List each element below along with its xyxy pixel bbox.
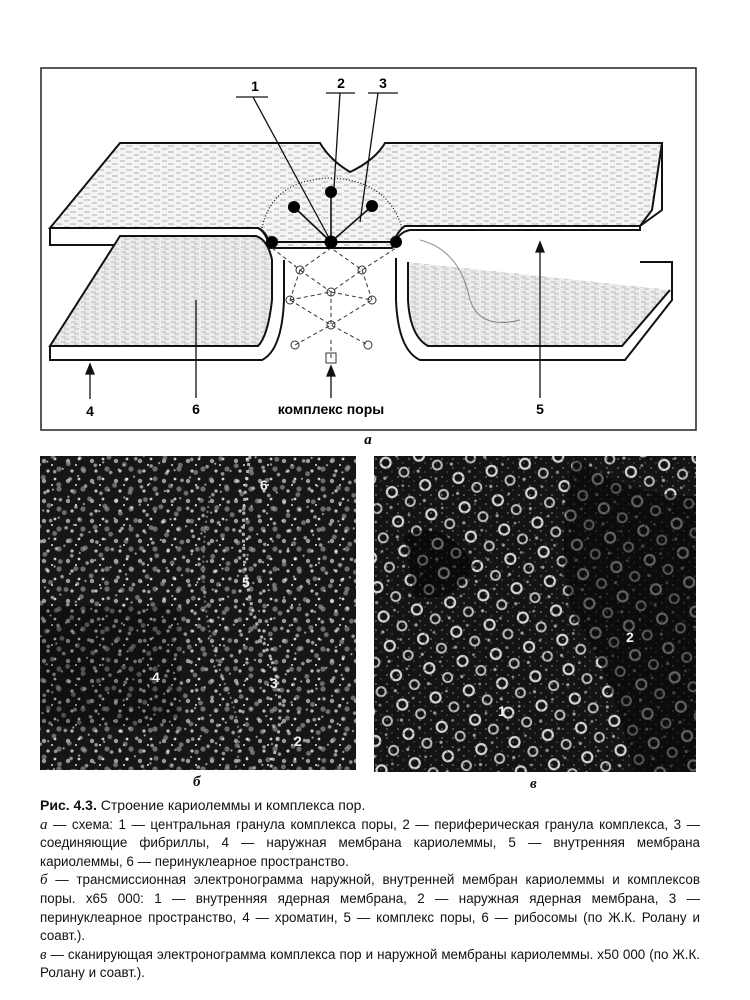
peripheral-granule (325, 186, 337, 198)
caption-letter-v: в (40, 946, 47, 963)
peripheral-granule (266, 236, 278, 248)
peripheral-granule (390, 236, 402, 248)
panel-b-letter: б (193, 774, 201, 790)
callout-2: 2 (337, 75, 345, 91)
callout-1: 1 (251, 78, 259, 94)
micrograph-b-label-6: 6 (260, 477, 268, 493)
figure-number: Рис. 4.3. (40, 797, 97, 813)
caption-text-a: — схема: 1 — центральная гранула комплек… (40, 816, 700, 869)
callout-3-line (359, 92, 379, 223)
callout-4: 4 (86, 403, 94, 419)
callout-5: 5 (536, 401, 544, 417)
caption-item-a: а — схема: 1 — центральная гранула компл… (40, 816, 700, 872)
scanning-micrograph: 2 1 (374, 456, 696, 772)
figure-frame (40, 67, 697, 431)
caption-text-v: — сканирующая электронограмма комплекса … (40, 946, 700, 981)
callout-6: 6 (192, 401, 200, 417)
caption-item-v: в — сканирующая электронограмма комплекс… (40, 946, 700, 983)
caption-title: Рис. 4.3. Строение кариолеммы и комплекс… (40, 796, 700, 815)
panel-a-letter: а (364, 432, 372, 448)
caption-item-b: б — трансмиссионная электронограмма нару… (40, 871, 700, 945)
pore-complex-schematic: 1 2 3 4 6 5 комплекс поры а (40, 67, 697, 448)
outer-membrane-slab (47, 142, 664, 249)
figure-title: Строение кариолеммы и комплекса пор. (100, 797, 366, 813)
figure-caption: Рис. 4.3. Строение кариолеммы и комплекс… (40, 796, 700, 983)
inner-membrane-slab (48, 235, 673, 361)
callout-1-line (252, 96, 329, 237)
nuclear-membrane-line (241, 456, 282, 770)
callout-3: 3 (379, 75, 387, 91)
peripheral-granule (288, 201, 300, 213)
caption-letter-b: б (40, 872, 48, 889)
micrograph-b-label-5: 5 (242, 574, 250, 590)
micrograph-b-label-2: 2 (294, 733, 302, 749)
central-granule (324, 235, 338, 249)
pore-complex-label: комплекс поры (278, 401, 385, 417)
micrograph-b-label-4: 4 (152, 669, 160, 685)
caption-text-b: — трансмиссионная электронограмма наружн… (40, 872, 700, 944)
pore-complex (266, 186, 402, 364)
panel-v-letter: в (530, 776, 537, 792)
peripheral-granule (366, 200, 378, 212)
transmission-micrograph: 6 5 4 3 2 (40, 456, 356, 770)
micrograph-v-label-2: 2 (626, 629, 634, 645)
callout-2-line (333, 92, 341, 189)
caption-letter-a: а (40, 816, 48, 833)
micrograph-b-label-3: 3 (270, 675, 278, 691)
micrograph-v-label-1: 1 (498, 703, 506, 719)
